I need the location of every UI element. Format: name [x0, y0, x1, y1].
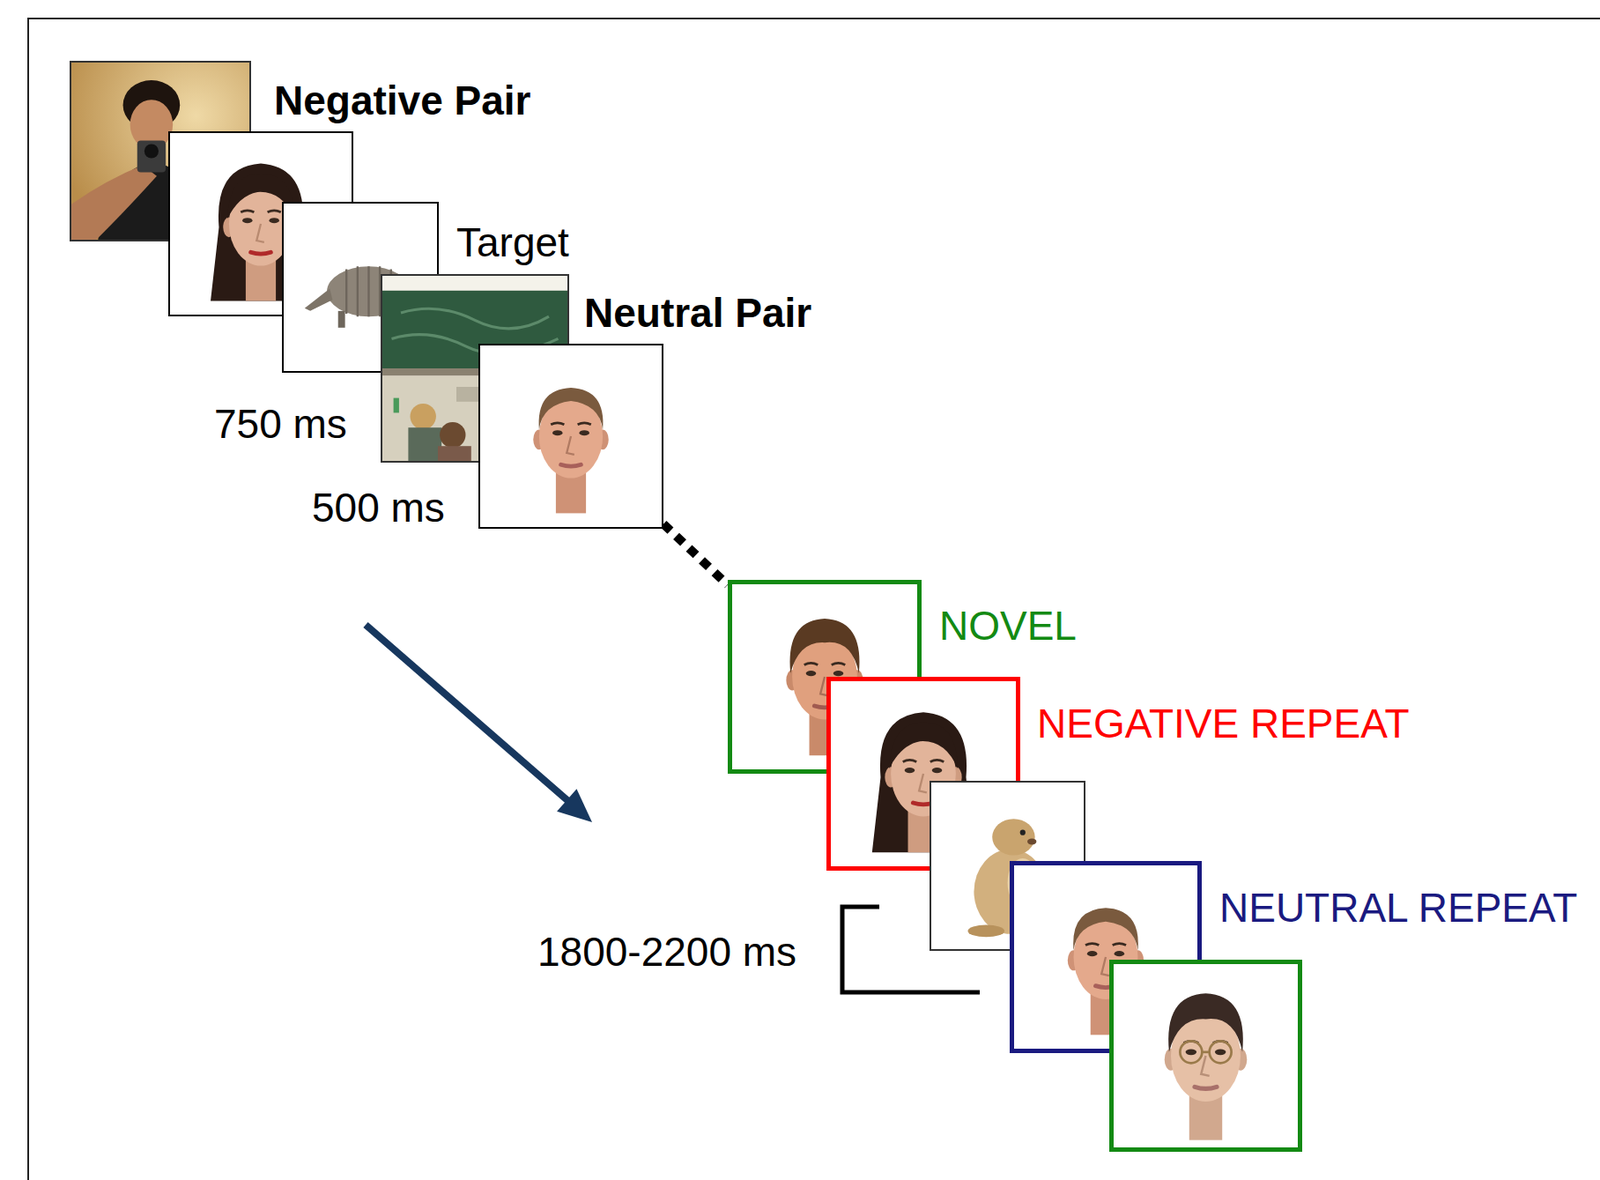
face-picture — [1113, 963, 1298, 1148]
stimulus-heading: Target — [456, 219, 570, 267]
stimulus-picture — [487, 352, 655, 520]
time-arrow — [365, 624, 593, 823]
outer-frame — [28, 18, 1600, 1180]
timing-label: 500 ms — [311, 484, 445, 532]
stimulus-heading: Neutral Pair — [584, 289, 812, 337]
novel-face-box — [1109, 959, 1303, 1152]
face-stimulus-box: Neutral Pair — [478, 343, 664, 529]
stimulus-heading: NOVEL — [939, 602, 1077, 650]
stimulus-heading: NEGATIVE REPEAT — [1037, 700, 1410, 748]
timing-label: 1800-2200 ms — [537, 928, 797, 976]
timing-label: 750 ms — [214, 400, 348, 448]
stimulus-heading: Negative Pair — [274, 77, 531, 125]
stimulus-heading: NEUTRAL REPEAT — [1219, 884, 1578, 932]
dotted-connector — [663, 524, 728, 586]
